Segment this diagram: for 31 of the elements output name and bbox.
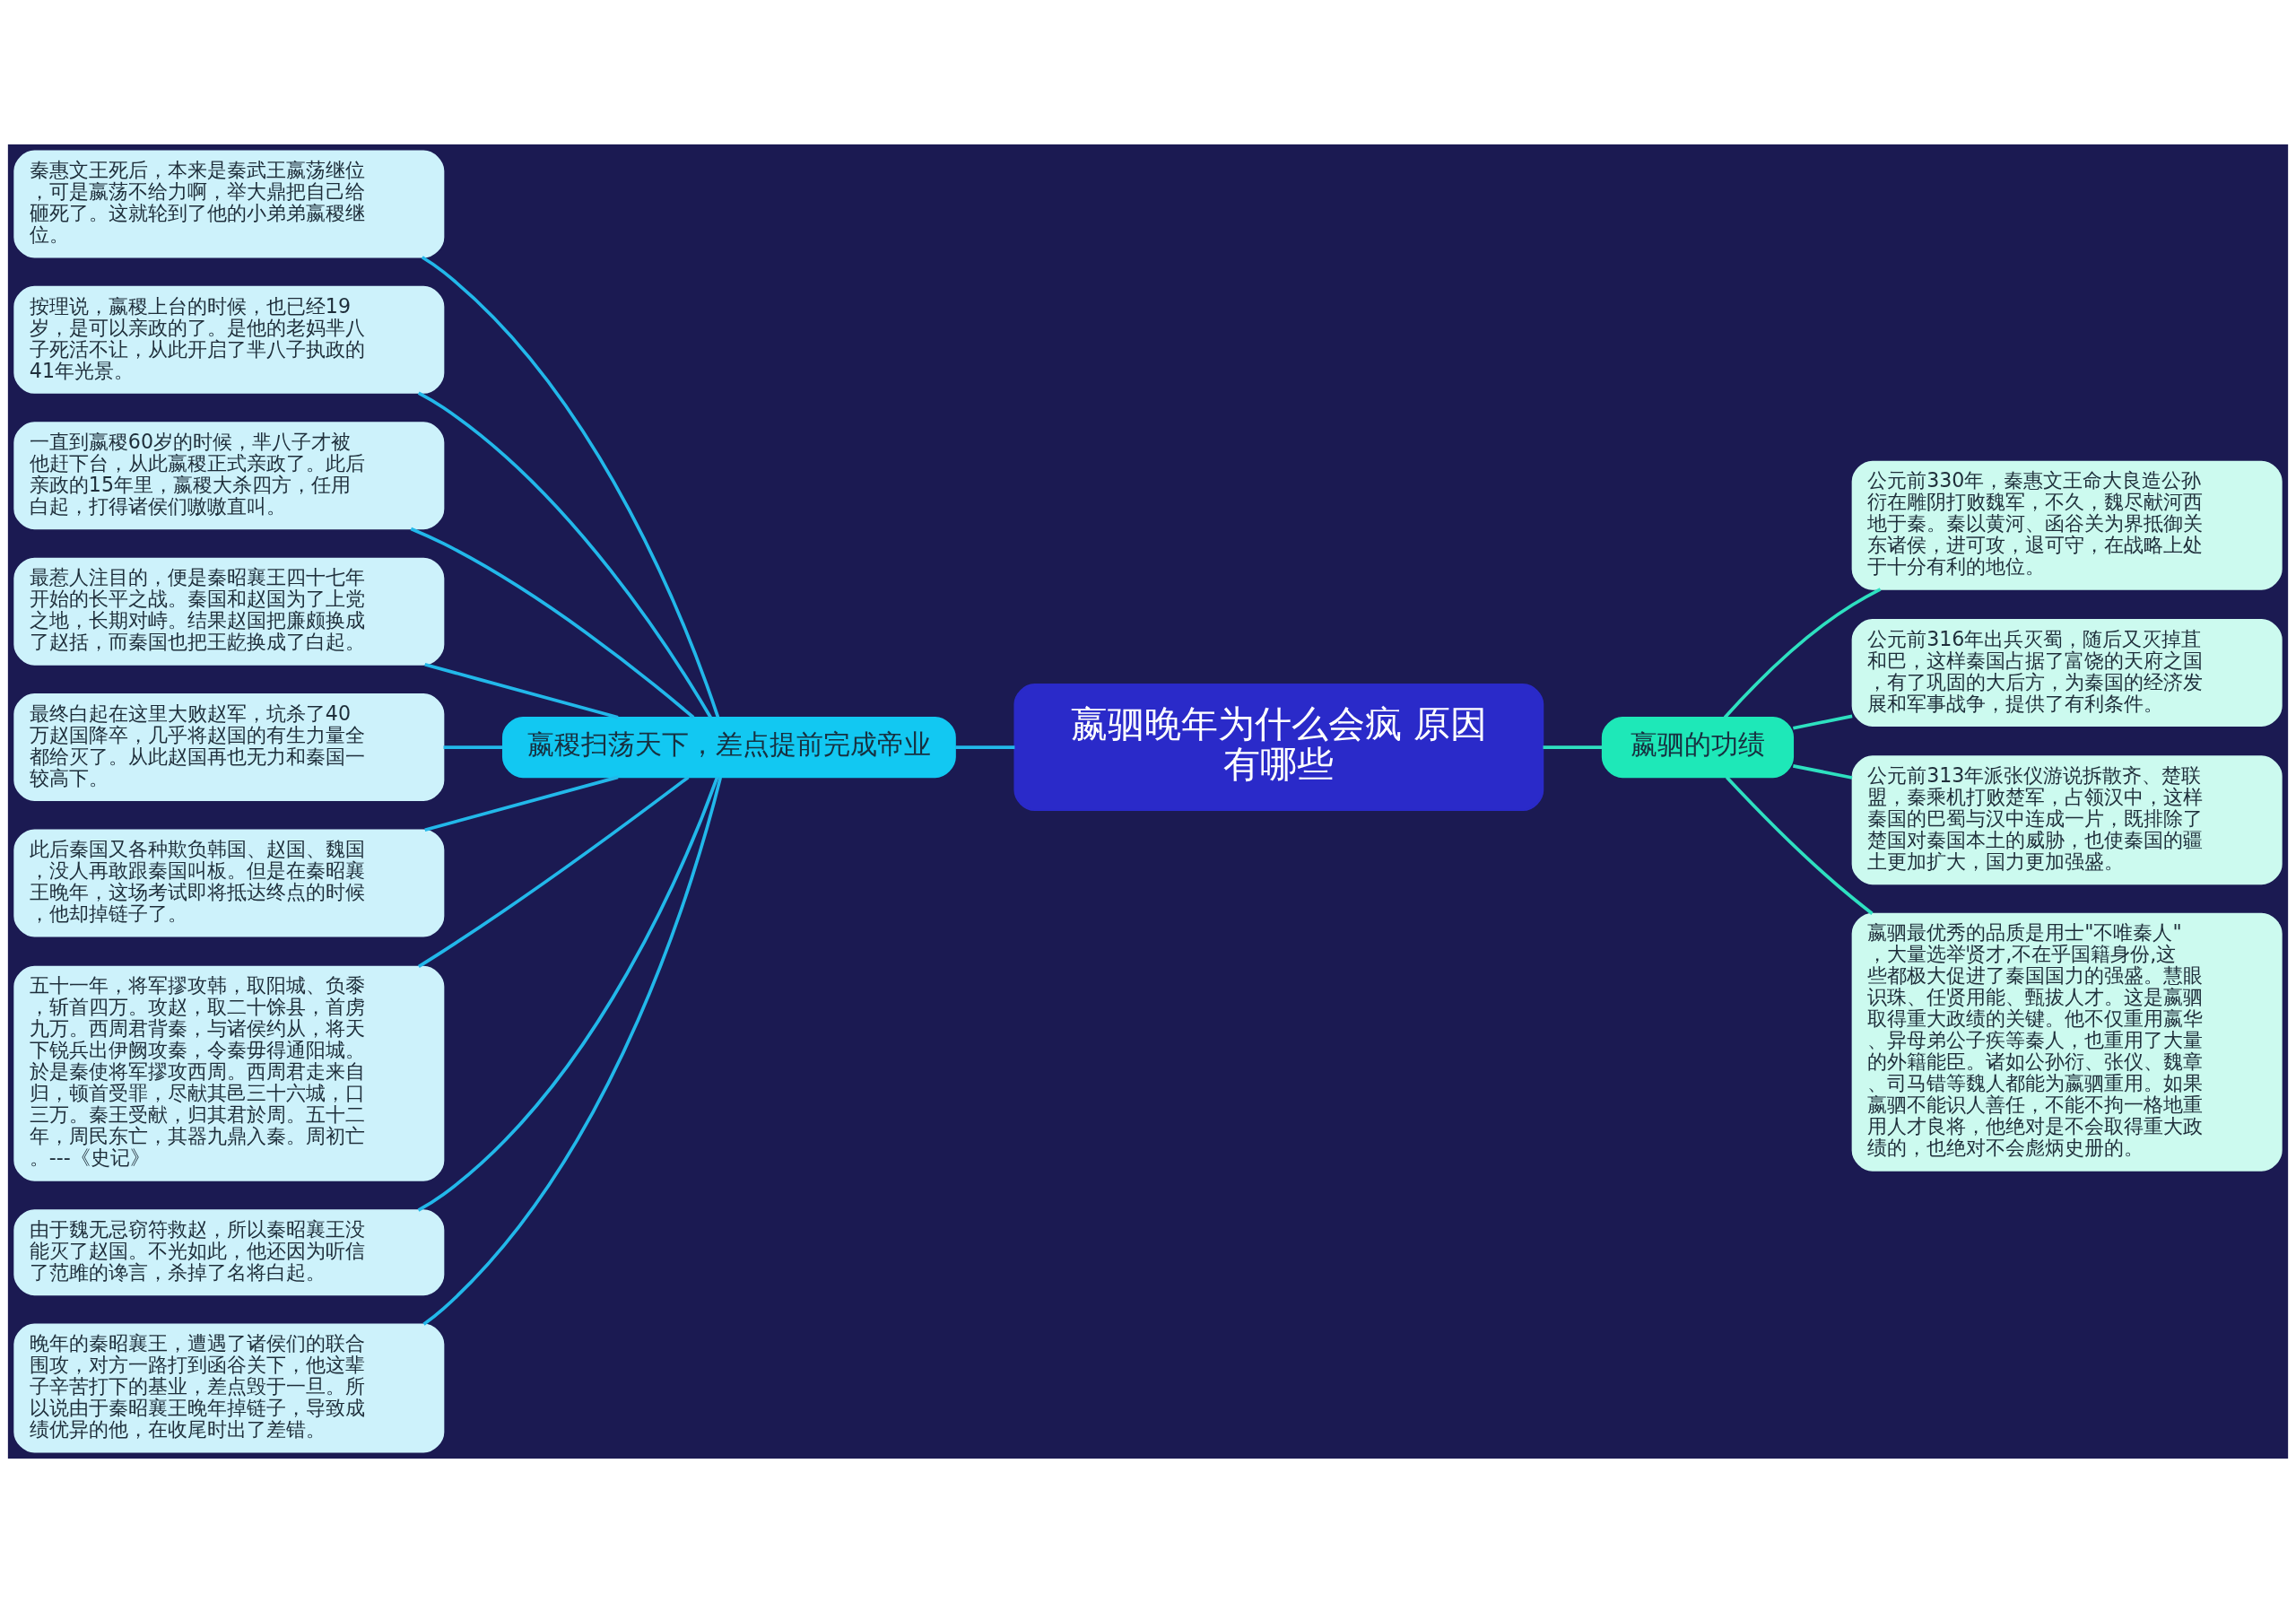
connector <box>1543 745 1603 749</box>
connector <box>424 775 619 832</box>
connector <box>417 391 712 719</box>
node-box: 最终白起在这里大败赵军，坑杀了40万赵国降卒，几乎将赵国的有生力量全都给灭了。从此赵国再也无力和秦国一较高下。 <box>13 693 445 802</box>
connector <box>1725 776 1874 915</box>
connector <box>424 663 619 719</box>
connector <box>417 775 690 969</box>
node-box: 公元前313年派张仪游说拆散齐、楚联盟，秦乘机打败楚军，占领汉中，这样秦国的巴蜀与汉中连成一片，既排除了楚国对秦国本土的威胁，也使秦国的疆土更加扩大，国力更加强盛。 <box>1851 755 2283 885</box>
connector <box>1793 764 1853 780</box>
node-box: 五十一年，将军摎攻韩，取阳城、负黍，斩首四万。攻赵，取二十馀县，首虏九万。西周君背秦，与诸侯约从，将天下锐兵出伊阙攻秦，令秦毋得通阳城。於是秦使将军摎攻西周。西周君走来自归，顿首受罪，尽献其邑三十六城，口三万。秦王受献，归其君於周。五十二年，周民东亡，其器九鼎入秦。周初亡。---《史记》 <box>13 965 445 1181</box>
node-box: 公元前330年，秦惠文王命大良造公孙衍在雕阴打败魏军，不久，魏尽献河西地于秦。秦以黄河、函谷关为界抵御关东诸侯，进可攻，退可守，在战略上处于十分有利的地位。 <box>1851 460 2283 590</box>
node-box: 嬴驷晚年为什么会疯 原因有哪些 <box>1013 683 1544 812</box>
connector <box>422 777 723 1326</box>
node-box: 此后秦国又各种欺负韩国、赵国、魏国，没人再敢跟秦国叫板。但是在秦昭襄王晚年，这场考试即将抵达终点的时候，他却掉链子了。 <box>13 829 445 937</box>
node-box: 嬴驷最优秀的品质是用士"不唯秦人"，大量选举贤才,不在乎国籍身份,这些都极大促进了秦国国力的强盛。慧眼识珠、任贤用能、甄拔人才。这是嬴驷取得重大政绩的关键。他不仅重用嬴华、异母弟公子疾等秦人，也重用了大量的外籍能臣。诸如公孙衍、张仪、魏章、司马错等魏人都能为嬴驷重用。如果嬴驷不能识人善任，不能不拘一格地重用人才良将，他绝对是不会取得重大政绩的，也绝对不会彪炳史册的。 <box>1851 912 2283 1172</box>
connector <box>955 745 1015 749</box>
node-box: 一直到嬴稷60岁的时候，芈八子才被他赶下台，从此嬴稷正式亲政了。此后亲政的15年里，嬴稷大杀四方，任用白起，打得诸侯们嗷嗷直叫。 <box>13 422 445 530</box>
node-box: 由于魏无忌窃符救赵，所以秦昭襄王没能灭了赵国。不光如此，他还因为听信了范雎的谗言，杀掉了名将白起。 <box>13 1209 445 1296</box>
node-box: 按理说，嬴稷上台的时候，也已经19岁，是可以亲政的了。是他的老妈芈八子死活不让，从此开启了芈八子执政的41年光景。 <box>13 285 445 394</box>
connector <box>1723 588 1882 719</box>
connector <box>1792 714 1853 730</box>
connector <box>417 776 719 1212</box>
node-box: 嬴稷扫荡天下，差点提前完成帝业 <box>501 716 956 779</box>
node-box: 最惹人注目的，便是秦昭襄王四十七年开始的长平之战。秦国和赵国为了上党之地，长期对峙。结果赵国把廉颇换成了赵括，而秦国也把王龁换成了白起。 <box>13 557 445 666</box>
node-box: 秦惠文王死后，本来是秦武王嬴荡继位，可是嬴荡不给力啊，举大鼎把自己给砸死了。这就轮到了他的小弟弟嬴稷继位。 <box>13 150 445 258</box>
node-box: 晚年的秦昭襄王，遭遇了诸侯们的联合围攻，对方一路打到函谷关下，他这辈子辛苦打下的基业，差点毁于一旦。所以说由于秦昭襄王晚年掉链子，导致成绩优异的他，在收尾时出了差错。 <box>13 1323 445 1453</box>
node-box: 嬴驷的功绩 <box>1601 716 1795 779</box>
connector <box>421 256 720 718</box>
connector <box>410 527 695 719</box>
connector <box>443 745 503 749</box>
node-box: 公元前316年出兵灭蜀，随后又灭掉苴和巴，这样秦国占据了富饶的天府之国，有了巩固的大后方，为秦国的经济发展和军事战争，提供了有利条件。 <box>1851 618 2283 727</box>
